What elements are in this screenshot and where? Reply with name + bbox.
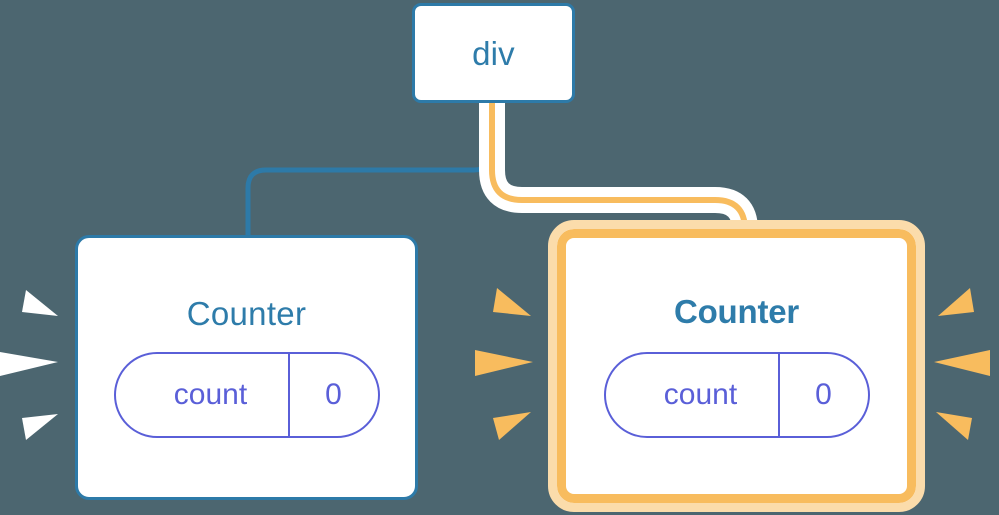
node-counter-right-label: Counter <box>673 292 800 330</box>
sparkle-ray-icon <box>936 412 972 440</box>
sparkle-ray-icon <box>22 414 58 440</box>
sparkle-ray-icon <box>938 288 974 316</box>
sparkle-ray-icon <box>493 288 531 316</box>
state-pill-counter-right: count 0 <box>603 351 870 438</box>
sparkle-ray-icon <box>493 412 531 440</box>
node-counter-left-label: Counter <box>186 295 307 332</box>
sparkle-ray-icon <box>934 350 990 376</box>
state-key-label: count <box>173 378 248 411</box>
sparkle-ray-icon <box>0 352 58 376</box>
node-div-label: div <box>472 34 515 72</box>
sparkle-ray-icon <box>475 350 533 376</box>
node-counter-left[interactable]: Counter count 0 <box>75 235 418 500</box>
sparkle-burst-counter-right-right <box>934 288 990 440</box>
sparkle-ray-icon <box>22 290 58 316</box>
state-pill-counter-left: count 0 <box>113 352 380 438</box>
sparkle-burst-counter-right-left <box>475 288 533 440</box>
node-div[interactable]: div <box>412 3 575 103</box>
edge-div-to-counter-left <box>245 103 495 240</box>
state-value-label: 0 <box>287 354 378 436</box>
sparkle-burst-counter-left <box>0 290 58 440</box>
state-key-label: count <box>663 377 738 411</box>
state-value-label: 0 <box>777 353 868 436</box>
node-counter-right[interactable]: Counter count 0 <box>548 220 925 512</box>
